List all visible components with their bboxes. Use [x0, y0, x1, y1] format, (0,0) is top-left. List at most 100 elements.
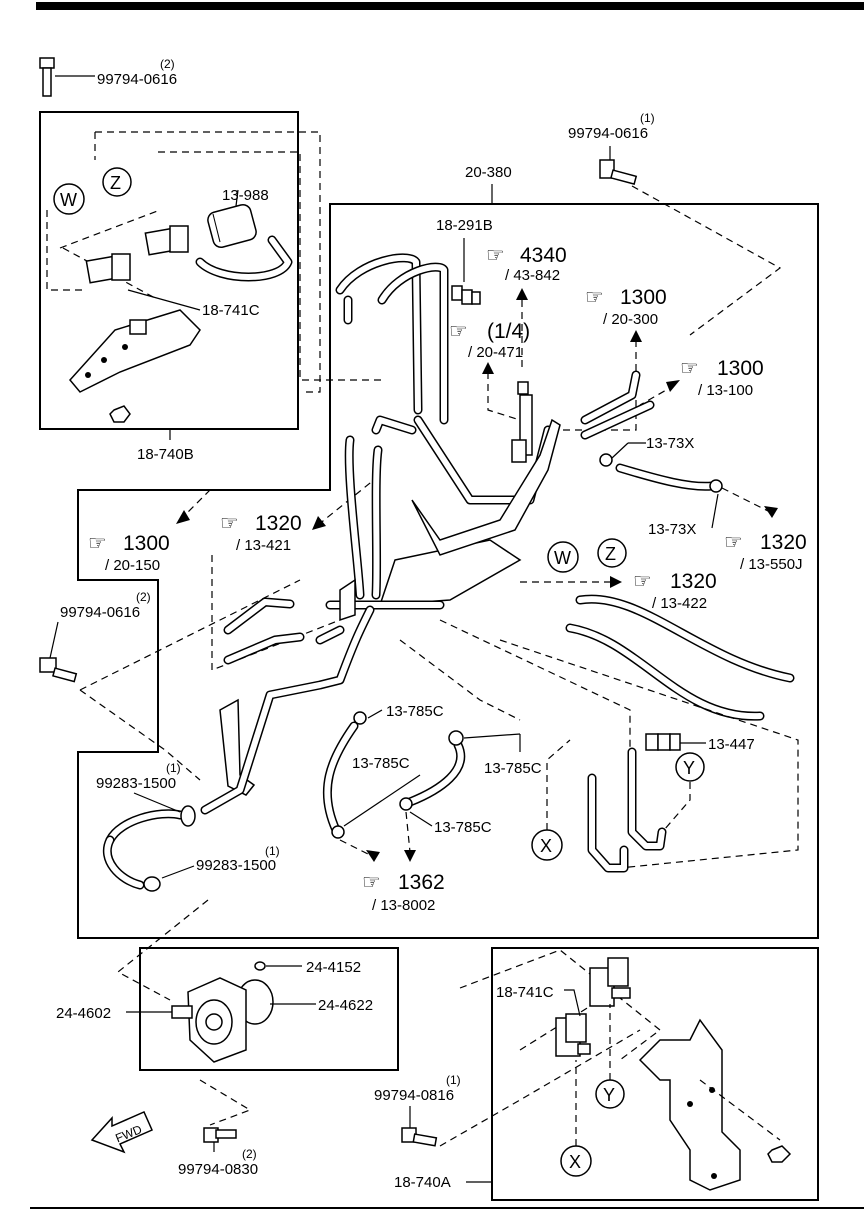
bolt-top-right-label: 99794-0616: [568, 125, 648, 142]
clip-785-d-label: 13-785C: [434, 819, 492, 836]
assy-main-label: 20-380: [465, 164, 512, 181]
marker-y-bottom: Y: [595, 1079, 625, 1109]
top-rule: [36, 2, 864, 10]
svg-text:Z: Z: [605, 544, 616, 564]
ref-4340: ☞ 4340 / 43-842: [486, 244, 567, 284]
svg-text:(1/4): (1/4): [487, 320, 530, 343]
svg-text:Y: Y: [683, 758, 695, 778]
svg-text:/ 20-150: / 20-150: [105, 557, 160, 574]
solenoid-bottom-a-icon: [589, 957, 631, 1007]
pointing-hand-icon: ☞: [486, 244, 505, 267]
bolt-mid-left-qty: (2): [136, 590, 151, 604]
pointing-hand-icon: ☞: [633, 570, 652, 593]
bolt-mid-left-label: 99794-0616: [60, 604, 140, 621]
connector-447-icon: [645, 733, 681, 751]
nut-icon: [109, 405, 131, 423]
bolt-bottom-left-icon: [203, 1127, 237, 1143]
pump-icon: [171, 977, 247, 1063]
bolt-mid-left-icon: [39, 657, 78, 683]
ref-1300-20-300: ☞ 1300 / 20-300: [585, 286, 667, 328]
marker-z-top: Z: [102, 167, 132, 197]
bolt-top-right-icon: [599, 159, 638, 185]
clip-785-a-icon: [353, 711, 367, 725]
ref-1320-13-550j: ☞ 1320 / 13-550J: [724, 531, 807, 573]
nut-bottom-icon: [767, 1145, 792, 1163]
ref-1362: ☞ 1362 / 13-8002: [362, 871, 445, 914]
clip-785-c-icon: [331, 825, 345, 839]
marker-x-main: X: [531, 829, 563, 861]
marker-y-main: Y: [675, 752, 705, 782]
bolt-top-left-qty: (2): [160, 57, 175, 71]
svg-text:1362: 1362: [398, 871, 445, 894]
bolt-top-right-qty: (1): [640, 111, 655, 125]
svg-text:Y: Y: [603, 1085, 615, 1105]
svg-text:1300: 1300: [620, 286, 667, 309]
pointing-hand-icon: ☞: [88, 532, 107, 555]
bracket-a-box: [491, 947, 819, 1201]
ref-1300-13-100: ☞ 1300 / 13-100: [680, 357, 764, 399]
marker-w-main: W: [547, 541, 579, 573]
clip-785-d-icon: [399, 797, 413, 811]
marker-z-main: Z: [597, 538, 627, 568]
solenoid-top-label: 18-741C: [202, 302, 260, 319]
pointing-hand-icon: ☞: [724, 531, 743, 554]
pointing-hand-icon: ☞: [585, 286, 604, 309]
hose-clamp-a-qty: (1): [166, 761, 181, 775]
marker-w-top: W: [53, 183, 85, 215]
svg-text:1320: 1320: [255, 512, 302, 535]
hose-clamp-a-label: 99283-1500: [96, 775, 176, 792]
svg-text:/ 13-550J: / 13-550J: [740, 556, 803, 573]
filter-canister-icon: [207, 203, 257, 249]
clip-785-b-label: 13-785C: [484, 760, 542, 777]
svg-text:/ 13-8002: / 13-8002: [372, 897, 435, 914]
svg-text:W: W: [554, 548, 571, 568]
pointing-hand-icon: ☞: [449, 320, 468, 343]
solenoid-bottom-b-icon: [555, 1013, 591, 1057]
bracket-b-box: [39, 111, 299, 430]
ref-1320-13-421: ☞ 1320 / 13-421: [220, 512, 302, 554]
clamp-73x-a-icon: [599, 453, 613, 467]
bolt-top-left-label: 99794-0616: [97, 71, 177, 88]
svg-text:4340: 4340: [520, 244, 567, 267]
bolt-bottom-mid-label: 99794-0816: [374, 1087, 454, 1104]
connector-447-label: 13-447: [708, 736, 755, 753]
ref-1320-13-422: ☞ 1320 / 13-422: [633, 570, 717, 612]
pump-hose: [102, 605, 375, 892]
bracket-a-label: 18-740A: [394, 1174, 451, 1191]
svg-text:W: W: [60, 190, 77, 210]
svg-text:/ 13-421: / 13-421: [236, 537, 291, 554]
clamp-73x-a-label: 13-73X: [646, 435, 694, 452]
svg-text:/ 43-842: / 43-842: [505, 267, 560, 284]
clip-291-label: 18-291B: [436, 217, 493, 234]
bracket-b-label: 18-740B: [137, 446, 194, 463]
bolt-bottom-mid-icon: [401, 1127, 438, 1147]
pipe-manifold: [325, 253, 561, 622]
bolt-bottom-left-label: 99794-0830: [178, 1161, 258, 1178]
clamp-73x-b-icon: [709, 479, 723, 493]
solenoid-bottom-label: 18-741C: [496, 984, 554, 1001]
svg-text:Z: Z: [110, 173, 121, 193]
oring-icon: [254, 961, 266, 971]
clip-291-icon: [451, 285, 481, 305]
main-assembly-box: [77, 203, 819, 939]
svg-text:/ 20-471: / 20-471: [468, 344, 523, 361]
oring-label: 24-4152: [306, 959, 361, 976]
pointing-hand-icon: ☞: [220, 512, 239, 535]
svg-text:1300: 1300: [123, 532, 170, 555]
fwd-arrow-icon: FWD: [90, 1111, 153, 1154]
svg-text:1320: 1320: [760, 531, 807, 554]
svg-text:X: X: [540, 836, 552, 856]
svg-text:/ 13-100: / 13-100: [698, 382, 753, 399]
svg-text:1300: 1300: [717, 357, 764, 380]
ref-1300-20-150: ☞ 1300 / 20-150: [88, 532, 170, 574]
filter-label: 13-988: [222, 187, 269, 204]
bracket-b-plate: [69, 309, 201, 393]
clip-785-c-label: 13-785C: [352, 755, 410, 772]
pump-label: 24-4602: [56, 1005, 111, 1022]
clip-785-b-icon: [448, 730, 464, 746]
hose-clamp-b-qty: (1): [265, 844, 280, 858]
bracket-a-plate: [638, 1018, 741, 1191]
pointing-hand-icon: ☞: [362, 871, 381, 894]
svg-text:/ 13-422: / 13-422: [652, 595, 707, 612]
